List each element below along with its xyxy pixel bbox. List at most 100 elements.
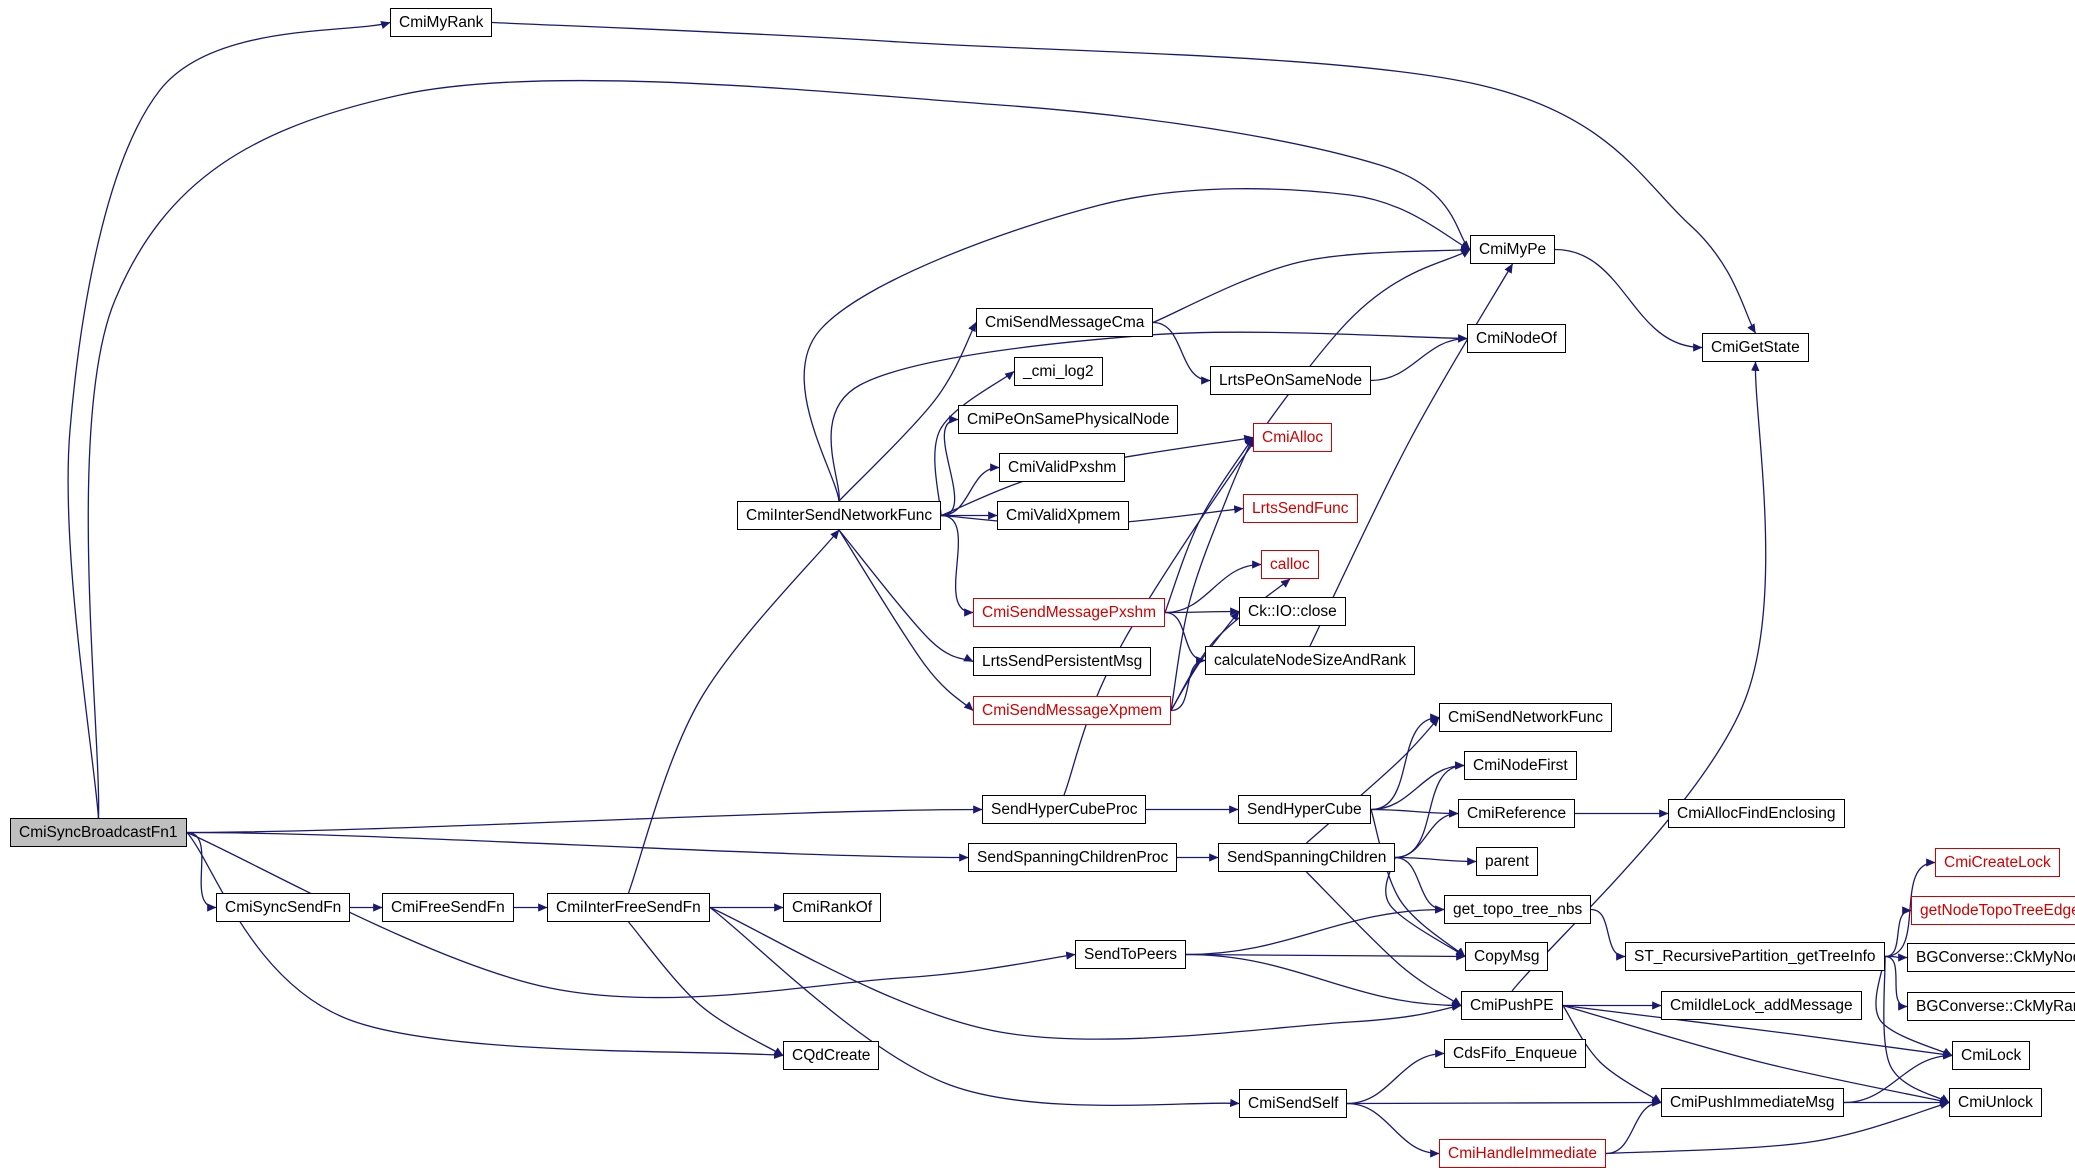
graph-node-st_tree_info[interactable]: ST_RecursivePartition_getTreeInfo (1625, 942, 1885, 971)
edge-st_tree_info-lock (1875, 956, 1953, 1057)
edge-span-send_net_func (1306, 717, 1440, 844)
graph-node-send_msg_xpmem[interactable]: CmiSendMessageXpmem (973, 696, 1172, 725)
graph-node-valid_xpmem[interactable]: CmiValidXpmem (997, 501, 1130, 530)
graph-node-send_msg_cma[interactable]: CmiSendMessageCma (976, 308, 1154, 337)
edge-sync_bcast-hyper_proc (186, 805, 983, 834)
graph-node-lock[interactable]: CmiLock (1952, 1041, 2031, 1070)
graph-node-reference[interactable]: CmiReference (1458, 799, 1576, 828)
edge-group (67, 20, 1953, 1158)
edge-span-reference (1394, 809, 1459, 859)
graph-node-free_send[interactable]: CmiFreeSendFn (382, 893, 514, 922)
graph-node-span[interactable]: SendSpanningChildren (1218, 843, 1396, 872)
edge-push_pe-push_imm (1562, 1005, 1662, 1104)
edge-send_to_peers-push_pe (1185, 953, 1462, 1010)
graph-node-topo_edges[interactable]: getNodeTopoTreeEdges (1911, 896, 2075, 925)
graph-node-rank_of[interactable]: CmiRankOf (783, 893, 882, 922)
edge-lrts_pe_same-node_of (1370, 334, 1468, 382)
graph-node-inter_send_net[interactable]: CmiInterSendNetworkFunc (737, 501, 942, 530)
graph-node-cqd_create[interactable]: CQdCreate (783, 1041, 880, 1070)
edge-span-topo_nbs (1394, 856, 1445, 914)
graph-node-calc_node_size[interactable]: calculateNodeSizeAndRank (1205, 646, 1416, 675)
edge-push_pe-lock (1562, 1004, 1953, 1059)
edge-span-push_pe (1306, 871, 1462, 1007)
graph-node-cmi_log2[interactable]: _cmi_log2 (1014, 357, 1103, 386)
graph-node-lrts_pe_same[interactable]: LrtsPeOnSameNode (1210, 366, 1372, 395)
graph-node-copy_msg[interactable]: CopyMsg (1465, 942, 1549, 971)
edge-sync_bcast-cqd_create (186, 832, 784, 1059)
edge-span-parent (1394, 856, 1477, 866)
graph-node-push_imm[interactable]: CmiPushImmediateMsg (1661, 1088, 1844, 1117)
graph-node-cmi_alloc[interactable]: CmiAlloc (1253, 423, 1333, 452)
edge-st_tree_info-bg_my_rank (1884, 955, 1908, 1011)
edge-span-node_first (1394, 761, 1465, 859)
graph-node-idle_lock_add[interactable]: CmiIdleLock_addMessage (1661, 991, 1862, 1020)
edge-st_tree_info-topo_edges (1884, 906, 1912, 958)
edge-inter_free_send-push_pe (709, 906, 1462, 1040)
edge-send_msg_pxshm-calloc (1164, 560, 1262, 614)
graph-node-hyper[interactable]: SendHyperCube (1238, 795, 1371, 824)
edge-push_pe-get_state (1511, 361, 1767, 992)
edge-inter_send_net-send_msg_xpmem (838, 529, 974, 711)
graph-node-bg_my_rank[interactable]: BGConverse::CkMyRank (1907, 992, 2075, 1021)
edge-inter_send_net-pe_same_phys (940, 415, 959, 517)
graph-node-handle_imm[interactable]: CmiHandleImmediate (1439, 1139, 1607, 1168)
graph-node-cds_fifo[interactable]: CdsFifo_Enqueue (1444, 1039, 1587, 1068)
edge-sync_bcast-sync_send (186, 831, 217, 912)
edge-inter_send_net-node_of (830, 331, 1468, 502)
edge-push_imm-lock (1843, 1051, 1953, 1104)
graph-node-send_to_peers[interactable]: SendToPeers (1075, 940, 1187, 969)
graph-node-pe_same_phys[interactable]: CmiPeOnSamePhysicalNode (958, 405, 1179, 434)
graph-node-parent[interactable]: parent (1476, 847, 1538, 876)
graph-node-send_net_func[interactable]: CmiSendNetworkFunc (1439, 703, 1613, 732)
graph-node-lrts_send_func[interactable]: LrtsSendFunc (1243, 494, 1358, 523)
edge-hyper-node_first (1370, 761, 1465, 811)
graph-node-span_proc[interactable]: SendSpanningChildrenProc (968, 843, 1178, 872)
edge-inter_free_send-inter_send_net (627, 529, 840, 894)
graph-node-my_rank[interactable]: CmiMyRank (390, 8, 493, 37)
edge-inter_free_send-cqd_create (628, 921, 784, 1057)
edge-my_pe-get_state (1554, 248, 1703, 352)
graph-node-node_of[interactable]: CmiNodeOf (1467, 324, 1566, 353)
graph-node-hyper_proc[interactable]: SendHyperCubeProc (982, 795, 1147, 824)
edge-inter_send_net-valid_pxshm (940, 463, 1000, 517)
edge-topo_nbs-st_tree_info (1590, 908, 1626, 961)
edge-hyper-reference (1370, 808, 1459, 818)
edge-send_msg_cma-lrts_pe_same (1152, 321, 1211, 385)
edge-send_self-cds_fifo (1346, 1049, 1445, 1105)
graph-node-bg_my_node[interactable]: BGConverse::CkMyNode (1907, 943, 2075, 972)
graph-node-send_msg_pxshm[interactable]: CmiSendMessagePxshm (973, 598, 1166, 627)
graph-node-lrts_send_persist[interactable]: LrtsSendPersistentMsg (973, 647, 1152, 676)
graph-node-get_state[interactable]: CmiGetState (1702, 333, 1809, 362)
edge-hyper-send_net_func (1370, 713, 1440, 811)
graph-node-push_pe[interactable]: CmiPushPE (1461, 991, 1563, 1020)
graph-node-topo_nbs[interactable]: get_topo_tree_nbs (1444, 895, 1592, 924)
edge-inter_send_net-my_pe (803, 188, 1471, 502)
edge-sync_bcast-span_proc (186, 831, 969, 862)
graph-node-alloc_find[interactable]: CmiAllocFindEnclosing (1668, 799, 1845, 828)
edge-inter_send_net-send_msg_cma (838, 322, 977, 502)
graph-node-my_pe[interactable]: CmiMyPe (1470, 235, 1556, 264)
graph-node-create_lock[interactable]: CmiCreateLock (1935, 848, 2060, 877)
edge-send_msg_xpmem-cmi_alloc (1170, 437, 1254, 711)
edge-send_to_peers-topo_nbs (1185, 905, 1445, 956)
edge-sync_bcast-my_rank (67, 20, 391, 819)
graph-node-sync_send[interactable]: CmiSyncSendFn (216, 893, 351, 922)
graph-node-node_first[interactable]: CmiNodeFirst (1464, 751, 1577, 780)
graph-node-valid_pxshm[interactable]: CmiValidPxshm (999, 453, 1126, 482)
graph-node-calloc[interactable]: calloc (1261, 550, 1319, 579)
graph-node-send_self[interactable]: CmiSendSelf (1239, 1089, 1348, 1118)
edge-send_self-push_imm (1346, 1098, 1662, 1107)
graph-node-ckio_close[interactable]: Ck::IO::close (1239, 597, 1346, 626)
graph-node-inter_free_send[interactable]: CmiInterFreeSendFn (547, 893, 710, 922)
edge-hyper-copy_msg (1370, 809, 1466, 957)
graph-node-unlock[interactable]: CmiUnlock (1949, 1088, 2042, 1117)
edge-sync_bcast-my_pe (87, 79, 1471, 819)
graph-node-sync_bcast[interactable]: CmiSyncBroadcastFn1 (10, 818, 187, 847)
edge-send_msg_cma-my_pe (1152, 245, 1471, 324)
edge-handle_imm-push_imm (1605, 1098, 1662, 1155)
edge-send_to_peers-copy_msg (1185, 952, 1466, 961)
edge-send_msg_xpmem-calc_node_size (1170, 656, 1206, 712)
edge-inter_send_net-lrts_send_persist (838, 529, 974, 663)
